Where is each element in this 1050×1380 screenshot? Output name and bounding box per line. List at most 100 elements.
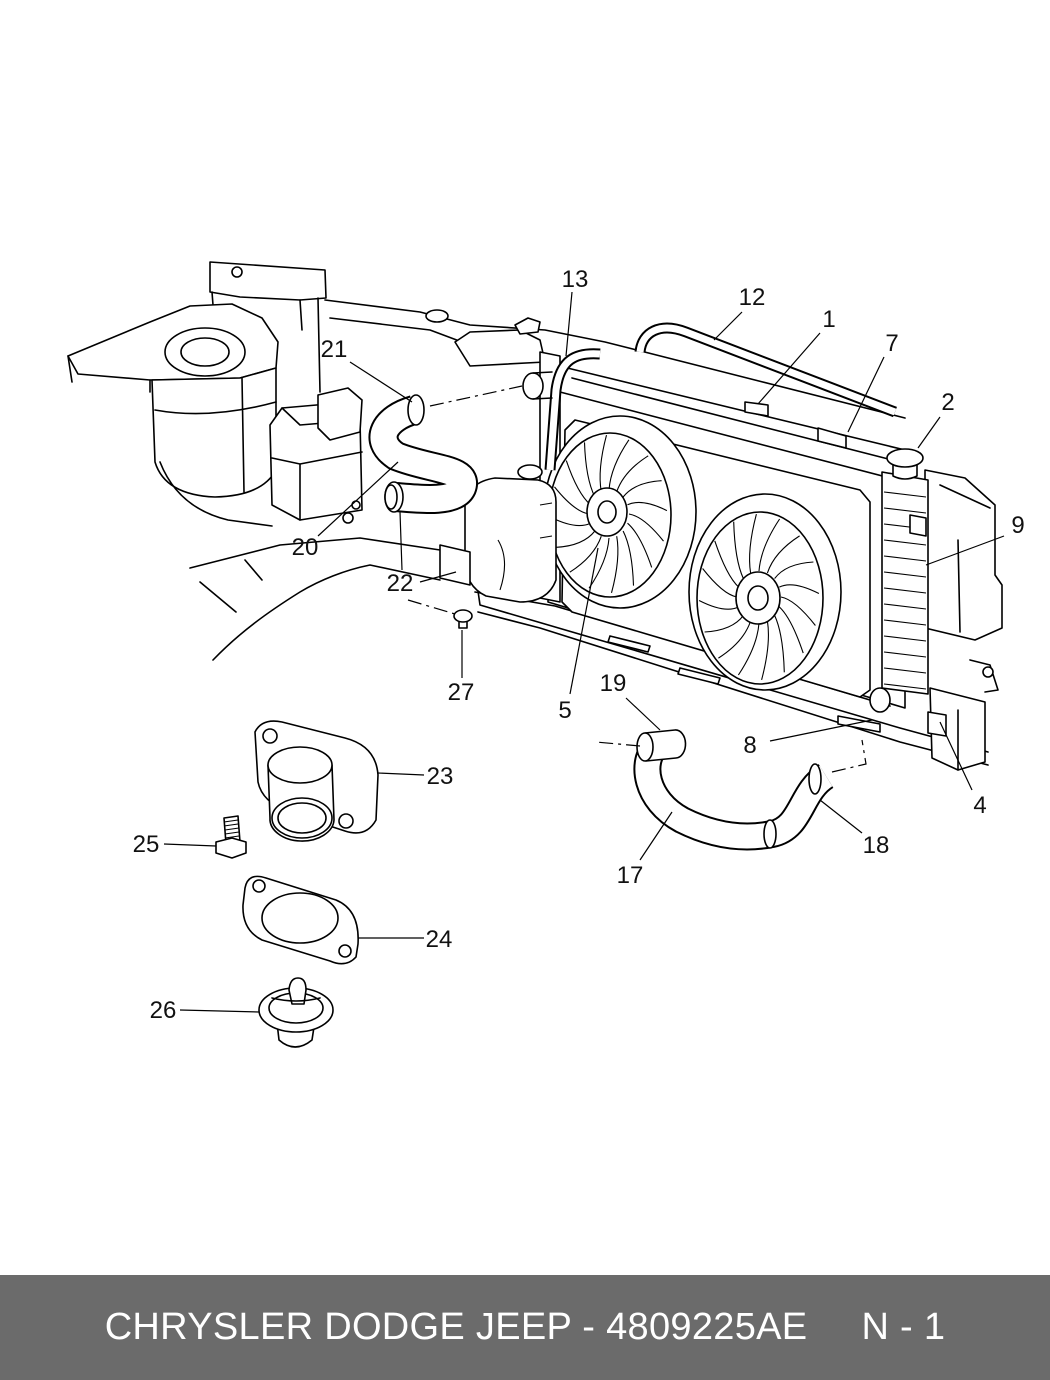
bolt-threads — [223, 819, 240, 839]
tank-fin — [883, 603, 927, 610]
upper-hose-20 — [368, 394, 478, 515]
hose-clamp-18-band — [763, 819, 777, 849]
fan-blades — [550, 434, 668, 594]
callout-27: 27 — [448, 679, 475, 706]
fan-blade — [714, 540, 740, 588]
fan-blade — [698, 600, 739, 610]
lower-frame-edge — [212, 564, 441, 661]
fan-blade — [774, 561, 814, 579]
fan-blade — [779, 584, 820, 594]
callout-24: 24 — [426, 926, 453, 953]
fan-blade — [622, 530, 635, 586]
bolt-27 — [453, 609, 473, 629]
frame-flange — [199, 559, 263, 613]
callout-2: 2 — [941, 389, 954, 416]
leader-13 — [565, 291, 573, 357]
tab-hole — [231, 266, 243, 278]
leader-22 — [399, 511, 457, 583]
bracket-hole — [982, 666, 994, 678]
flange-hole — [262, 728, 278, 744]
latch-tab — [514, 317, 541, 335]
hose-fill — [635, 737, 834, 849]
right-side-panel — [924, 469, 1003, 641]
housing-top — [267, 746, 333, 784]
tank-fin — [883, 507, 927, 514]
leader-23 — [377, 772, 425, 776]
callout-26: 26 — [150, 997, 177, 1024]
housing-outlet-inner — [277, 802, 327, 834]
callout-23: 23 — [427, 763, 454, 790]
hose-clamp-21 — [407, 394, 425, 426]
fan-hub-center — [747, 585, 769, 611]
lower-outlet — [869, 687, 891, 713]
thermostat-bridge — [271, 997, 321, 1002]
fitting-body — [532, 371, 553, 400]
fan-blade — [627, 522, 653, 568]
fan-blade — [761, 620, 769, 681]
strut-boss-inner — [180, 337, 230, 367]
cooling-system-diagram: 13 12 1 7 2 9 21 20 22 27 5 19 8 4 18 17… — [67, 261, 1025, 1048]
fan-blades — [698, 513, 820, 681]
flange-hole — [338, 813, 354, 829]
tank-fin — [883, 571, 927, 578]
bolt-head — [453, 609, 473, 623]
footer-bar: CHRYSLER DODGE JEEP - 4809225AE N - 1 — [0, 1275, 1050, 1380]
callout-22: 22 — [387, 570, 414, 597]
explode-line — [407, 599, 456, 615]
callout-8: 8 — [743, 732, 756, 759]
callout-5: 5 — [558, 697, 571, 724]
frame-rails — [189, 299, 989, 766]
radiator-top-tank-line — [559, 391, 891, 479]
leader-1 — [757, 332, 821, 405]
bracket-4 — [927, 711, 947, 737]
gasket-hole — [338, 944, 352, 958]
callout-12: 12 — [739, 284, 766, 311]
reservoir-hose-13 — [522, 348, 601, 471]
hose-fill — [636, 324, 897, 416]
callouts: 13 12 1 7 2 9 21 20 22 27 5 19 8 4 18 17… — [133, 266, 1025, 1024]
leader-9 — [925, 535, 1005, 566]
gasket-24 — [242, 875, 359, 965]
fan-blade — [588, 537, 610, 589]
leader-26 — [179, 1009, 260, 1013]
callout-20: 20 — [292, 534, 319, 561]
right-panel-edge — [939, 484, 991, 633]
callout-7: 7 — [885, 330, 898, 357]
callout-17: 17 — [617, 862, 644, 889]
leader-17 — [639, 811, 673, 861]
fan-blade — [610, 536, 619, 594]
battery-cylinder — [151, 367, 277, 498]
fan-blade — [569, 536, 602, 573]
coolant-reservoir — [439, 464, 557, 603]
frame-slot — [677, 667, 721, 685]
upper-crossmember — [324, 299, 906, 419]
tank-fin — [883, 635, 927, 642]
fan-blade — [780, 596, 816, 626]
callout-4: 4 — [973, 792, 986, 819]
hose-fill — [546, 350, 601, 471]
tank-fin — [883, 683, 927, 690]
thermostat-26 — [258, 977, 334, 1048]
bolt-25 — [215, 815, 247, 859]
bracket-21 — [317, 387, 363, 441]
fan-blade — [628, 513, 664, 542]
reservoir-marks — [497, 502, 553, 591]
callout-18: 18 — [863, 832, 890, 859]
cooling-fan-right — [688, 493, 842, 691]
explode-lines — [407, 385, 867, 773]
fan-blade — [766, 535, 800, 574]
fan-blade — [758, 518, 781, 572]
frame-hole — [342, 512, 354, 524]
plate-lip — [67, 355, 151, 393]
fan-blade — [622, 480, 662, 498]
cooling-fan-left — [543, 415, 697, 609]
housing-outlet — [271, 797, 333, 839]
cylinder-seam — [154, 377, 277, 493]
reservoir-bottle — [464, 477, 557, 603]
cylinder-lower-line — [159, 461, 273, 527]
tank-fin — [883, 555, 927, 562]
fan-blade-ring — [696, 511, 824, 685]
lower-hose-17 — [633, 729, 835, 851]
leader-19 — [625, 697, 661, 731]
fan-blade — [702, 568, 738, 598]
